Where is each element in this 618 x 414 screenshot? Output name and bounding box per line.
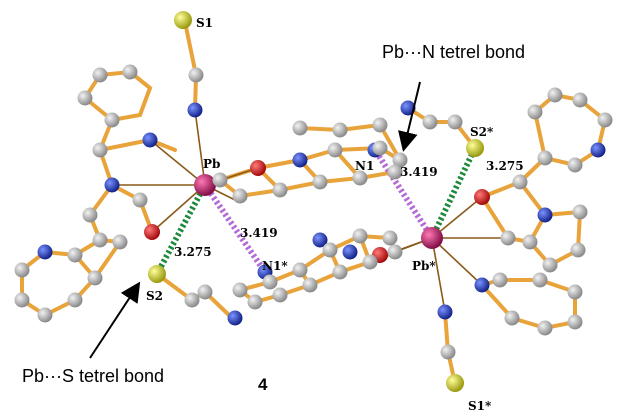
label-pb-star: Pb* — [412, 259, 436, 273]
nitrogen-atom — [537, 207, 553, 223]
nitrogen-atom — [104, 177, 120, 193]
nitrogen-atom — [590, 142, 606, 158]
lead-atom-pb-star — [421, 227, 443, 249]
callout-pb-s: Pb···S tetrel bond — [22, 366, 164, 386]
oxygen-atom — [474, 189, 490, 205]
carbon-atoms — [14, 64, 613, 360]
nitrogen-atom — [292, 152, 308, 168]
nitrogen-atom — [342, 244, 358, 260]
label-s1-star: S1* — [468, 399, 492, 413]
nitrogen-atom — [400, 100, 416, 116]
label-n1-star: N1* — [262, 259, 288, 273]
compound-number: 4 — [258, 375, 268, 394]
label-pb: Pb — [203, 157, 220, 171]
nitrogen-atom — [474, 277, 490, 293]
nitrogen-atom — [187, 102, 203, 118]
label-s2: S2 — [146, 289, 163, 303]
distance-pb-s-right: 3.275 — [486, 159, 524, 173]
sulfur-atom-s2 — [148, 265, 166, 283]
nitrogen-atom — [312, 232, 328, 248]
label-n1: N1 — [355, 159, 374, 173]
label-s2-star: S2* — [470, 125, 494, 139]
nitrogen-atom — [37, 244, 53, 260]
nitrogen-atom — [142, 132, 158, 148]
pbstar-s2star-contact — [429, 146, 478, 240]
pbstar-n1-contact — [372, 148, 435, 240]
nitrogen-atom — [437, 304, 453, 320]
label-s1: S1 — [196, 16, 213, 30]
pb-s2-contact — [154, 183, 208, 276]
pb-n-callout-arrow — [398, 81, 421, 152]
sulfur-atom-s1-star — [446, 374, 464, 392]
distance-pb-n-left: 3.419 — [240, 226, 278, 240]
nitrogen-atom — [227, 310, 243, 326]
oxygen-atom — [144, 224, 160, 240]
callout-pb-n: Pb···N tetrel bond — [382, 42, 525, 62]
distance-pb-s-left: 3.275 — [174, 245, 212, 259]
pb-s-callout-arrow — [89, 281, 141, 359]
tetrel-contacts — [154, 146, 478, 276]
distance-pb-n-right: 3.419 — [400, 165, 438, 179]
sulfur-atom-s2-star — [466, 139, 484, 157]
sulfur-atom-s1 — [174, 11, 192, 29]
atoms — [14, 11, 613, 392]
oxygen-atom — [250, 160, 266, 176]
right-complex-bonds — [384, 92, 608, 385]
lead-atom-pb — [194, 174, 216, 196]
